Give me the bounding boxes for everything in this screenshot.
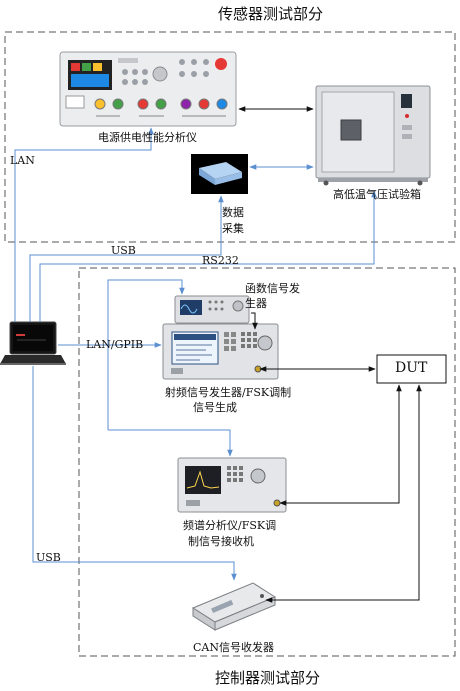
daq-label-line1: 数据	[222, 206, 244, 219]
daq-label-line2: 采集	[222, 222, 244, 235]
rs232-link-line	[39, 190, 377, 322]
spectrum-analyzer-label-line2: 制信号接收机	[188, 535, 254, 548]
can-transceiver-device	[191, 582, 277, 631]
dut-spectrum-line	[279, 384, 402, 506]
dut-box	[376, 354, 447, 384]
rs232-link-label: RS232	[202, 254, 239, 267]
power-analyzer-label: 电源供电性能分析仪	[98, 131, 197, 144]
usb-link-line-top	[29, 195, 224, 322]
can-transceiver-label: CAN信号收发器	[193, 641, 274, 654]
lan-link-line	[14, 127, 154, 322]
data-acquisition-device	[191, 154, 248, 194]
funcgen-rfgen-line	[251, 312, 258, 330]
function-generator-device	[174, 295, 250, 324]
climate-chamber-device	[315, 85, 431, 186]
rf-generator-label-line2: 信号生成	[193, 401, 237, 414]
dut-can-line	[265, 384, 422, 603]
bus-to-spectrum-analyzer-line	[108, 429, 233, 457]
spectrum-analyzer-device	[177, 457, 287, 513]
rf-generator-label-line1: 射频信号发生器/FSK调制	[165, 386, 292, 399]
sensor-test-region	[4, 31, 456, 243]
controller-test-region	[78, 267, 456, 657]
usb-link-label-top: USB	[111, 244, 136, 257]
usb-link-label-bottom: USB	[36, 551, 61, 564]
climate-chamber-label: 高低温气压试验箱	[333, 188, 421, 201]
dut-label: DUT	[395, 360, 428, 376]
controller-section-title: 控制器测试部分	[215, 669, 321, 687]
function-generator-label-line1: 函数信号发	[245, 282, 300, 295]
lan-gpib-link-label: LAN/GPIB	[86, 338, 144, 351]
function-generator-label-line2: 生器	[245, 297, 267, 310]
spectrum-analyzer-label-line1: 频谱分析仪/FSK调	[183, 519, 277, 532]
lan-link-label: LAN	[10, 154, 35, 167]
sensor-section-title: 传感器测试部分	[218, 5, 324, 23]
usb-link-line-bottom	[32, 366, 237, 581]
control-laptop	[0, 321, 66, 365]
power-analyzer-device	[59, 51, 237, 127]
rf-signal-generator-device	[162, 323, 279, 380]
bus-to-function-generator-line	[107, 279, 185, 430]
